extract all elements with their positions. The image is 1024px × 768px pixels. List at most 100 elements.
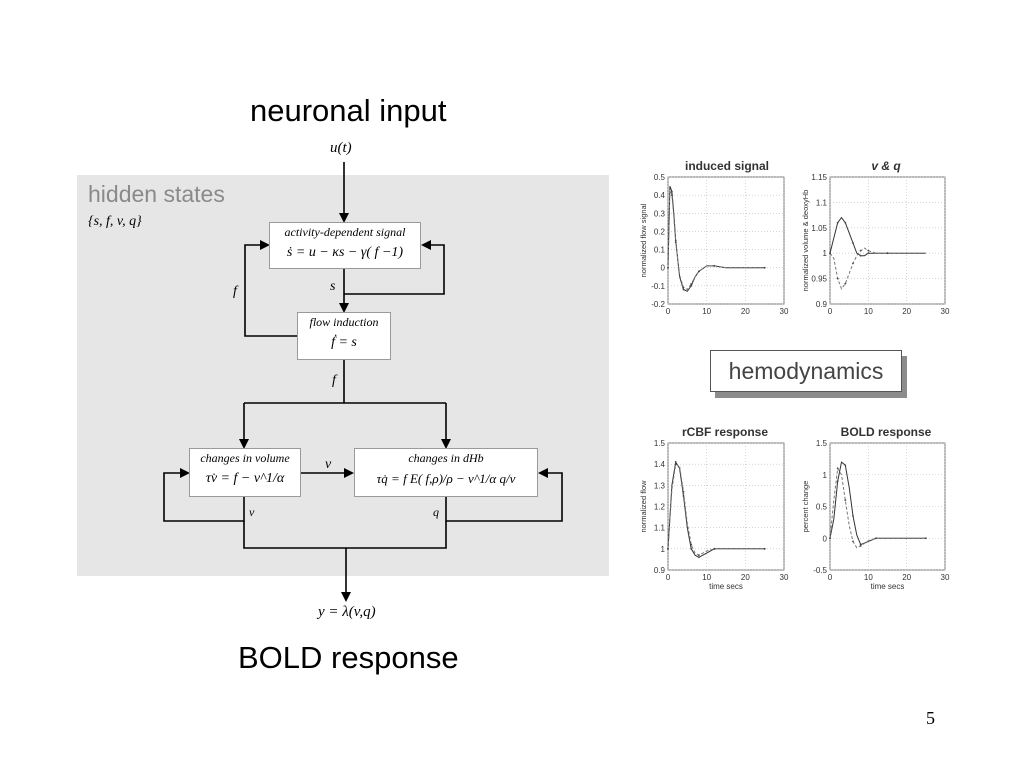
- hemodynamics-label: hemodynamics: [710, 350, 902, 392]
- plot-frame: [667, 176, 785, 305]
- v-mid-label: v: [325, 457, 332, 472]
- plot-data-point: [674, 239, 677, 242]
- plot-x-tick-label: 10: [702, 573, 711, 582]
- plot-data-point: [698, 270, 700, 273]
- plot-y-tick-label: 0.9: [654, 566, 666, 575]
- plot-series-line: [667, 189, 765, 291]
- dhb-equation: τq̇ = f E( f,ρ)/ρ − v^1/α q/v: [376, 471, 516, 486]
- plot-data-point: [886, 252, 889, 255]
- plot-y-tick-label: 1.15: [811, 173, 827, 182]
- plot-y-tick-label: -0.2: [651, 300, 665, 309]
- plot-y-tick-label: 0.4: [654, 191, 666, 200]
- plot-y-tick-label: 0.3: [654, 209, 666, 218]
- plot-data-point: [682, 288, 685, 291]
- plot-y-tick-label: 1.1: [654, 524, 666, 533]
- plot-title-v-q: v & q: [871, 159, 901, 173]
- plot-y-tick-label: 0.5: [654, 173, 666, 182]
- plot-x-tick-label: 20: [741, 307, 750, 316]
- plot-data-point: [836, 277, 839, 280]
- plot-x-tick-label: 30: [941, 307, 950, 316]
- plot-data-point: [836, 221, 839, 224]
- plot-x-tick-label: 30: [941, 573, 950, 582]
- plot-data-point: [698, 556, 700, 559]
- page-number: 5: [926, 708, 935, 728]
- plot-data-point: [829, 537, 831, 540]
- plot-data-point: [698, 554, 700, 557]
- flow-induction-equation: ḟ = s: [331, 335, 357, 350]
- plot-title-bold: BOLD response: [840, 425, 932, 439]
- plot-y-axis-label: normalized volume & deoxyHb: [801, 190, 810, 292]
- f-mid-label: f: [332, 373, 336, 388]
- f-left-label: f: [233, 284, 237, 299]
- plot-y-tick-label: 0.5: [816, 503, 828, 512]
- neuronal-input-title: neuronal input: [250, 93, 447, 128]
- plot-x-axis-label: time secs: [871, 582, 905, 591]
- input-symbol: u(t): [330, 140, 352, 156]
- plot-data-point: [836, 480, 839, 482]
- activity-signal-title: activity-dependent signal: [284, 225, 406, 239]
- plot-data-point: [875, 537, 877, 540]
- plot-data-point: [867, 249, 870, 252]
- plot-y-tick-label: 0.9: [816, 300, 828, 309]
- volume-feedback-arrow: [163, 468, 245, 522]
- flow-induction-box: flow induction ḟ = s: [297, 312, 391, 360]
- plot-data-point: [859, 543, 862, 546]
- plot-data-point: [844, 282, 847, 285]
- plot-x-axis-label: time secs: [709, 582, 743, 591]
- v-low-label: v: [249, 505, 255, 519]
- plot-y-tick-label: 1.1: [816, 198, 828, 207]
- activity-signal-box: activity-dependent signal ṡ = u − κs − γ…: [269, 222, 421, 269]
- plot-x-tick-label: 10: [864, 307, 873, 316]
- plot-data-point: [852, 242, 854, 244]
- dhb-feedback-arrow: [445, 468, 563, 522]
- plot-y-tick-label: 1: [823, 471, 828, 480]
- plot-y-tick-label: 1: [823, 249, 828, 258]
- plot-title-induced-signal: induced signal: [684, 159, 769, 173]
- plot-data-point: [690, 547, 693, 550]
- plot-data-point: [763, 547, 766, 550]
- plot-data-point: [690, 543, 693, 546]
- plot-data-point: [682, 490, 685, 493]
- plot-y-tick-label: 0: [661, 264, 666, 273]
- plot-data-point: [867, 252, 870, 255]
- plot-y-tick-label: 1.5: [654, 439, 666, 448]
- plot-y-tick-label: 0.95: [811, 275, 827, 284]
- f-feedback-arrow: [244, 240, 297, 337]
- plot-data-point: [852, 262, 854, 265]
- plot-y-axis-label: percent change: [801, 481, 810, 533]
- hidden-states-label: hidden states: [88, 181, 225, 207]
- plot-y-tick-label: 1: [661, 545, 666, 554]
- plot-y-axis-label: normalized flow signal: [639, 203, 648, 277]
- plot-data-point: [667, 547, 669, 550]
- hidden-states-vars: {s, f, v, q}: [88, 214, 142, 229]
- plot-data-point: [674, 463, 677, 466]
- plot-y-tick-label: 1.3: [654, 481, 666, 490]
- plot-data-point: [836, 467, 839, 470]
- output-merge-line: [243, 521, 447, 549]
- flow-induction-title: flow induction: [309, 315, 379, 329]
- bold-response-title: BOLD response: [238, 640, 459, 675]
- plot-x-tick-label: 20: [902, 307, 911, 316]
- plot-data-point: [859, 254, 862, 257]
- plot-x-tick-label: 0: [828, 573, 833, 582]
- plot-data-point: [852, 540, 854, 543]
- plot-data-point: [713, 547, 716, 550]
- volume-title: changes in volume: [200, 451, 290, 465]
- output-symbol: y = λ(v,q): [318, 604, 376, 620]
- plot-data-point: [924, 537, 927, 540]
- plot-data-point: [713, 265, 716, 267]
- plot-y-tick-label: 1.05: [811, 224, 827, 233]
- activity-signal-equation: ṡ = u − κs − γ( f −1): [286, 245, 404, 260]
- plot-y-tick-label: 0.2: [654, 227, 666, 236]
- plot-x-tick-label: 20: [902, 573, 911, 582]
- plot-title-rcbf: rCBF response: [681, 425, 769, 439]
- plot-data-point: [859, 249, 862, 252]
- s-label: s: [330, 279, 336, 294]
- plot-data-point: [682, 286, 685, 289]
- plot-data-point: [682, 495, 685, 497]
- plot-y-tick-label: 1.2: [654, 503, 666, 512]
- plot-data-point: [667, 266, 669, 269]
- plot-data-point: [852, 515, 854, 517]
- plot-y-axis-label: normalized flow: [639, 480, 648, 533]
